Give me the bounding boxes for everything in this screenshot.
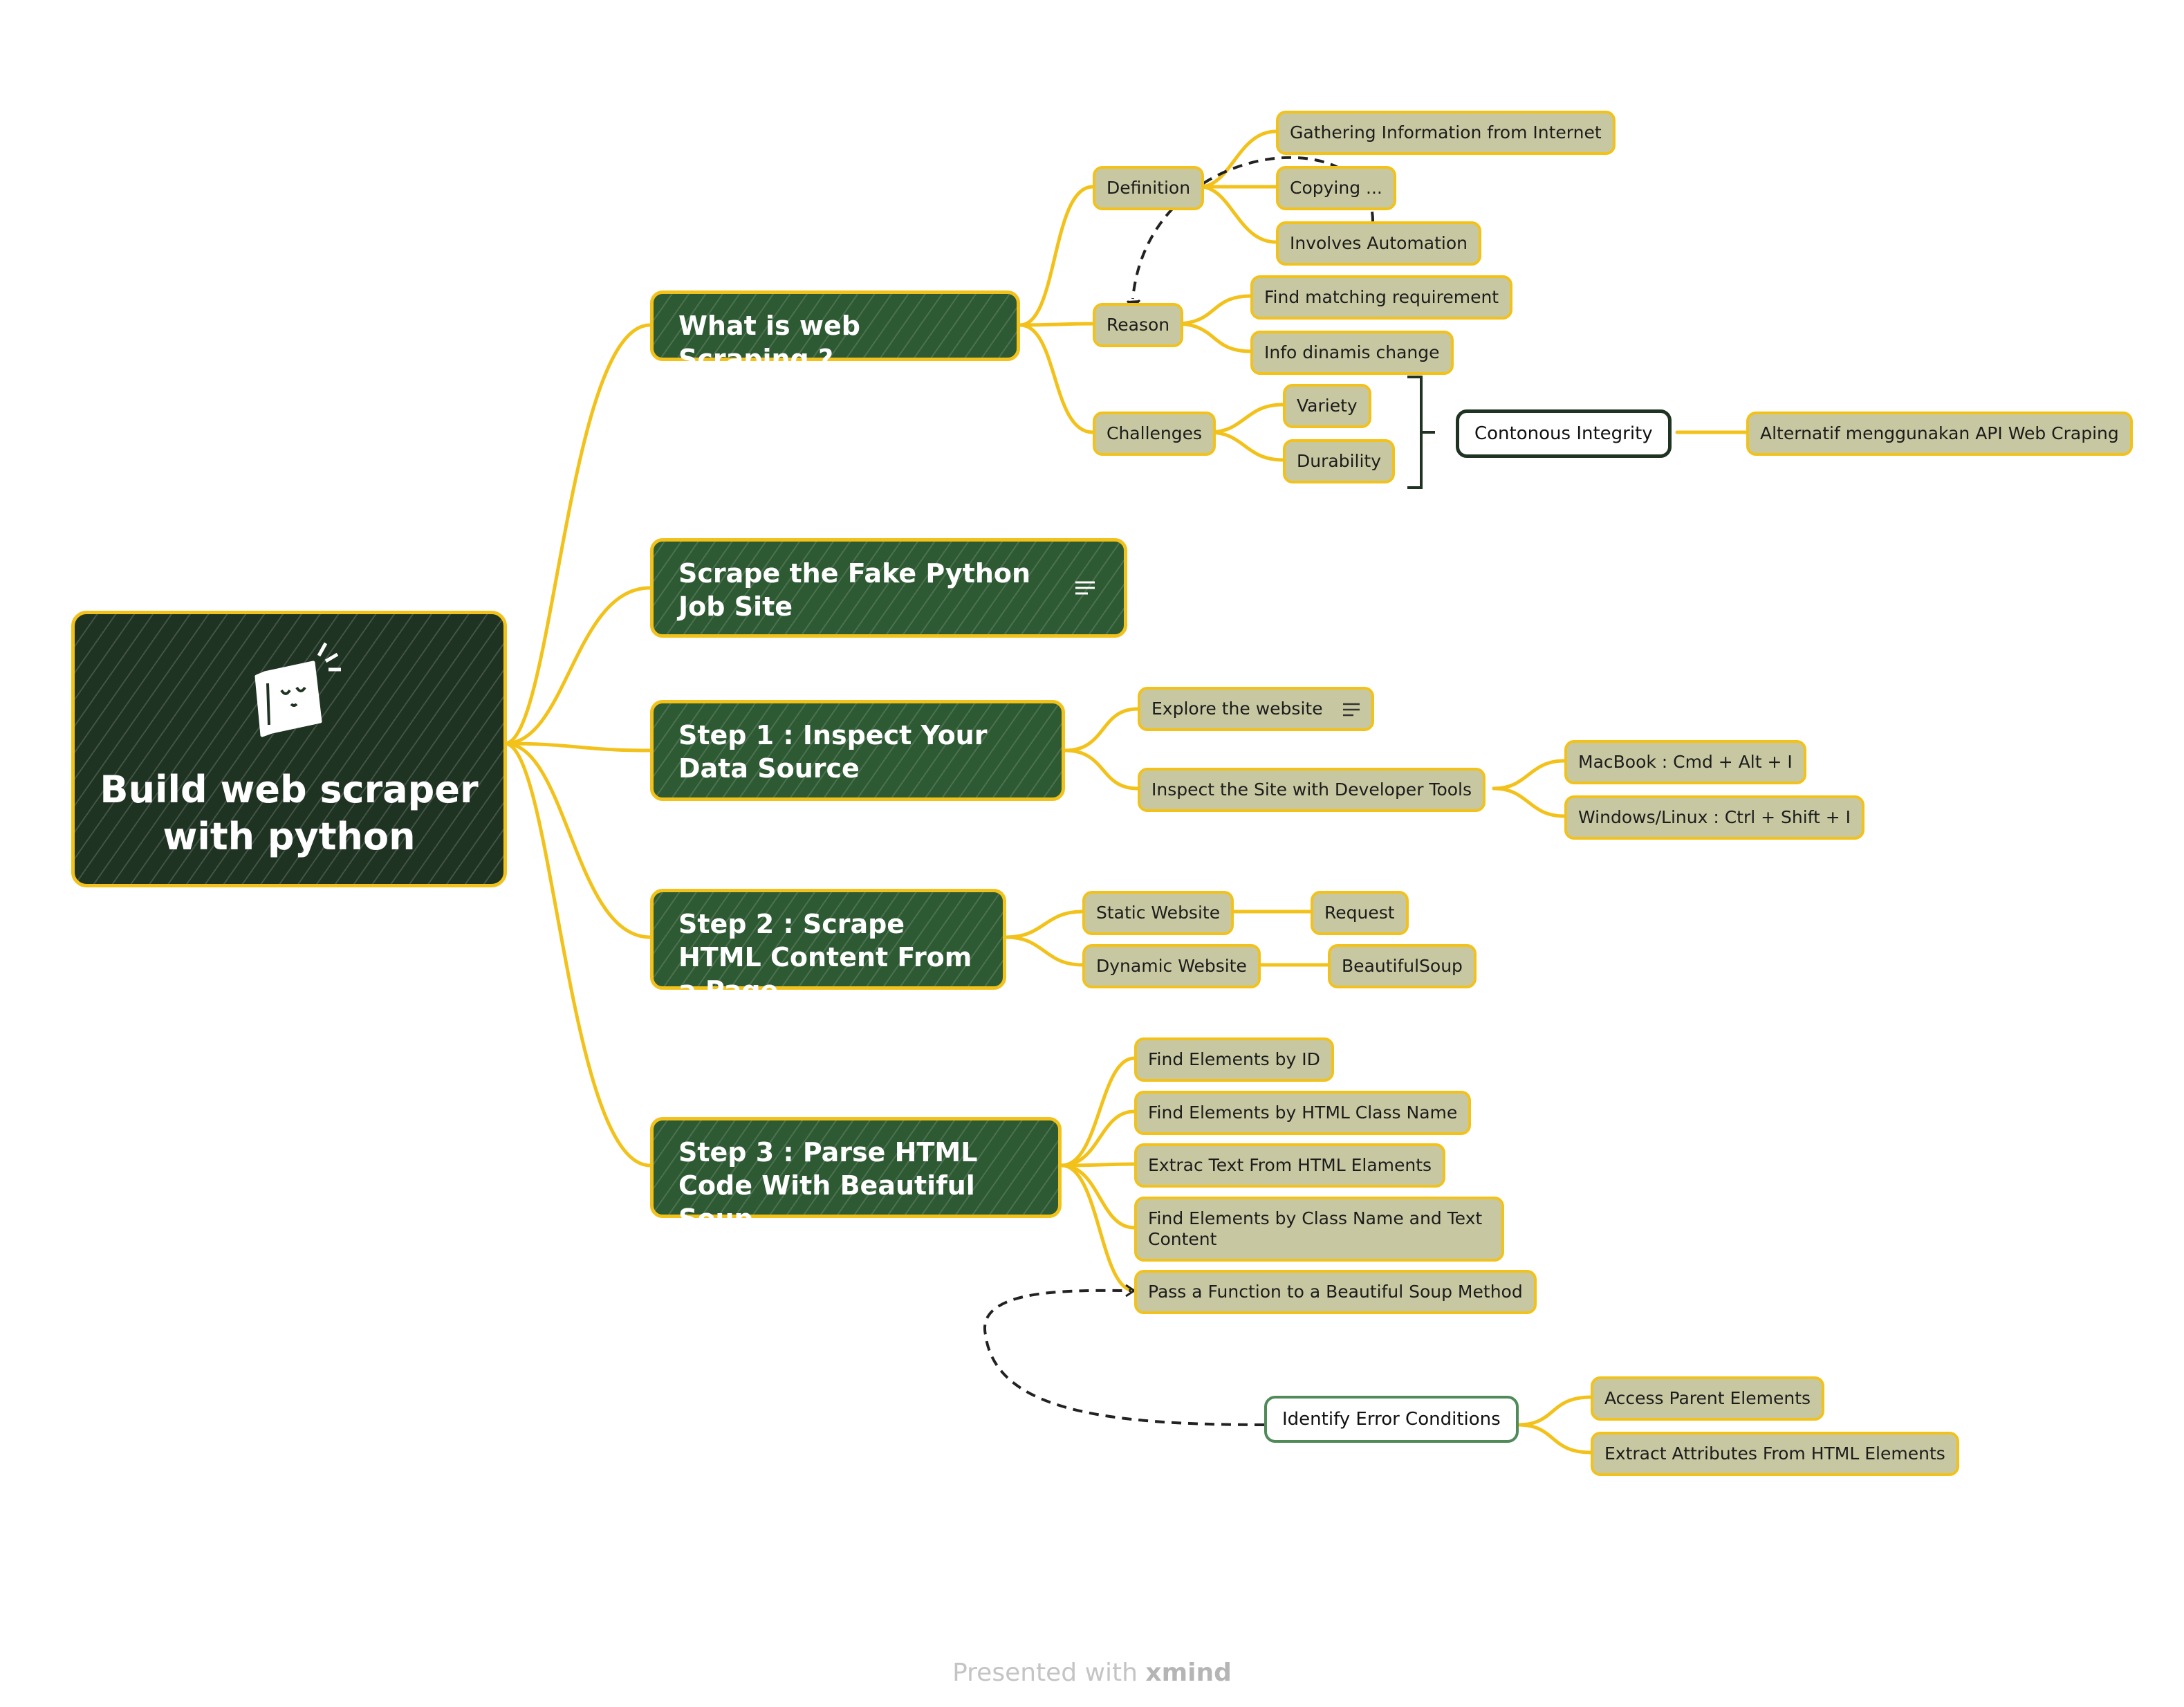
subtopic-static-website[interactable]: Static Website xyxy=(1082,891,1234,935)
subtopic-label: Gathering Information from Internet xyxy=(1290,122,1602,142)
subtopic-label: Challenges xyxy=(1107,423,1203,443)
subtopic-label: Access Parent Elements xyxy=(1604,1388,1811,1408)
topic-label: Scrape the Fake Python Job Site xyxy=(678,558,1031,622)
topic-label: Step 2 : Scrape HTML Content From a Page xyxy=(678,909,972,1006)
subtopic-alternatif-api[interactable]: Alternatif menggunakan API Web Craping xyxy=(1746,412,2133,456)
topic-what-is-web-scraping[interactable]: What is web Scraping ? xyxy=(650,290,1020,374)
topic-label: Step 3 : Parse HTML Code With Beautiful … xyxy=(678,1137,978,1234)
subtopic-challenges[interactable]: Challenges xyxy=(1093,412,1216,456)
topic-step-2[interactable]: Step 2 : Scrape HTML Content From a Page xyxy=(650,889,1006,1006)
subtopic-label: Definition xyxy=(1107,178,1191,198)
floating-label: Identify Error Conditions xyxy=(1282,1409,1501,1430)
subtopic-reason[interactable]: Reason xyxy=(1093,303,1184,347)
topic-step-3[interactable]: Step 3 : Parse HTML Code With Beautiful … xyxy=(650,1117,1062,1234)
root-title: Build web scraper with python xyxy=(100,768,479,858)
subtopic-dynamic-website[interactable]: Dynamic Website xyxy=(1082,944,1261,988)
floating-identify-error-conditions[interactable]: Identify Error Conditions xyxy=(1264,1396,1519,1443)
subtopic-macbook-shortcut[interactable]: MacBook : Cmd + Alt + I xyxy=(1564,740,1806,784)
subtopic-label: Static Website xyxy=(1096,903,1221,923)
subtopic-label: Find Elements by HTML Class Name xyxy=(1148,1102,1458,1123)
subtopic-label: BeautifulSoup xyxy=(1342,956,1463,976)
subtopic-find-by-id[interactable]: Find Elements by ID xyxy=(1134,1037,1334,1082)
subtopic-beautifulsoup[interactable]: BeautifulSoup xyxy=(1328,944,1477,988)
subtopic-label: Extract Attributes From HTML Elements xyxy=(1604,1443,1945,1464)
subtopic-access-parent-elements[interactable]: Access Parent Elements xyxy=(1591,1376,1825,1421)
subtopic-find-by-class-and-text[interactable]: Find Elements by Class Name and Text Con… xyxy=(1134,1197,1504,1262)
presented-with-footer: Presented with xmind xyxy=(0,1659,2184,1687)
root-topic[interactable]: Build web scraper with python xyxy=(71,611,507,887)
subtopic-inspect-developer-tools[interactable]: Inspect the Site with Developer Tools xyxy=(1138,768,1486,812)
subtopic-label: Involves Automation xyxy=(1290,233,1468,253)
subtopic-label: Find matching requirement xyxy=(1264,287,1499,307)
notes-icon[interactable] xyxy=(1342,702,1360,717)
subtopic-extract-attributes[interactable]: Extract Attributes From HTML Elements xyxy=(1591,1432,1959,1476)
subtopic-involves-automation[interactable]: Involves Automation xyxy=(1276,221,1482,266)
subtopic-label: Info dinamis change xyxy=(1264,342,1440,362)
subtopic-label: Explore the website xyxy=(1151,699,1323,719)
subtopic-pass-a-function[interactable]: Pass a Function to a Beautiful Soup Meth… xyxy=(1134,1270,1537,1314)
footer-prefix: Presented with xyxy=(952,1659,1138,1687)
subtopic-copying[interactable]: Copying ... xyxy=(1276,166,1396,210)
book-icon xyxy=(255,642,341,737)
subtopic-label: Reason xyxy=(1107,315,1170,335)
topic-step-1[interactable]: Step 1 : Inspect Your Data Source xyxy=(650,700,1065,801)
subtopic-label: Find Elements by Class Name and Text Con… xyxy=(1148,1208,1483,1249)
subtopic-label: Extrac Text From HTML Elaments xyxy=(1148,1155,1432,1175)
summary-label: Contonous Integrity xyxy=(1474,423,1653,444)
summary-contonous-integrity[interactable]: Contonous Integrity xyxy=(1456,409,1672,458)
topic-scrape-fake-python-job-site[interactable]: Scrape the Fake Python Job Site xyxy=(650,538,1127,638)
subtopic-definition[interactable]: Definition xyxy=(1093,166,1205,210)
subtopic-durability[interactable]: Durability xyxy=(1283,439,1395,483)
subtopic-find-by-class-name[interactable]: Find Elements by HTML Class Name xyxy=(1134,1091,1472,1135)
subtopic-label: Alternatif menggunakan API Web Craping xyxy=(1760,423,2119,443)
notes-icon[interactable] xyxy=(1074,577,1096,599)
subtopic-find-matching-requirement[interactable]: Find matching requirement xyxy=(1250,275,1513,320)
subtopic-label: Request xyxy=(1324,903,1395,923)
subtopic-info-dinamis-change[interactable]: Info dinamis change xyxy=(1250,331,1454,375)
subtopic-label: Durability xyxy=(1297,451,1381,471)
subtopic-label: Inspect the Site with Developer Tools xyxy=(1151,779,1472,800)
subtopic-request[interactable]: Request xyxy=(1311,891,1409,935)
topic-label: What is web Scraping ? xyxy=(678,311,860,374)
subtopic-label: Variety xyxy=(1297,396,1358,416)
subtopic-label: Pass a Function to a Beautiful Soup Meth… xyxy=(1148,1282,1523,1302)
subtopic-label: MacBook : Cmd + Alt + I xyxy=(1578,752,1793,772)
subtopic-gathering-information[interactable]: Gathering Information from Internet xyxy=(1276,111,1616,155)
subtopic-windows-linux-shortcut[interactable]: Windows/Linux : Ctrl + Shift + I xyxy=(1564,795,1865,840)
subtopic-label: Find Elements by ID xyxy=(1148,1049,1320,1069)
subtopic-variety[interactable]: Variety xyxy=(1283,384,1371,428)
subtopic-label: Windows/Linux : Ctrl + Shift + I xyxy=(1578,807,1851,827)
subtopic-explore-the-website[interactable]: Explore the website xyxy=(1138,687,1374,731)
subtopic-extract-text[interactable]: Extrac Text From HTML Elaments xyxy=(1134,1143,1446,1188)
xmind-logo: xmind xyxy=(1145,1659,1232,1687)
subtopic-label: Copying ... xyxy=(1290,178,1382,198)
topic-label: Step 1 : Inspect Your Data Source xyxy=(678,720,988,784)
subtopic-label: Dynamic Website xyxy=(1096,956,1247,976)
